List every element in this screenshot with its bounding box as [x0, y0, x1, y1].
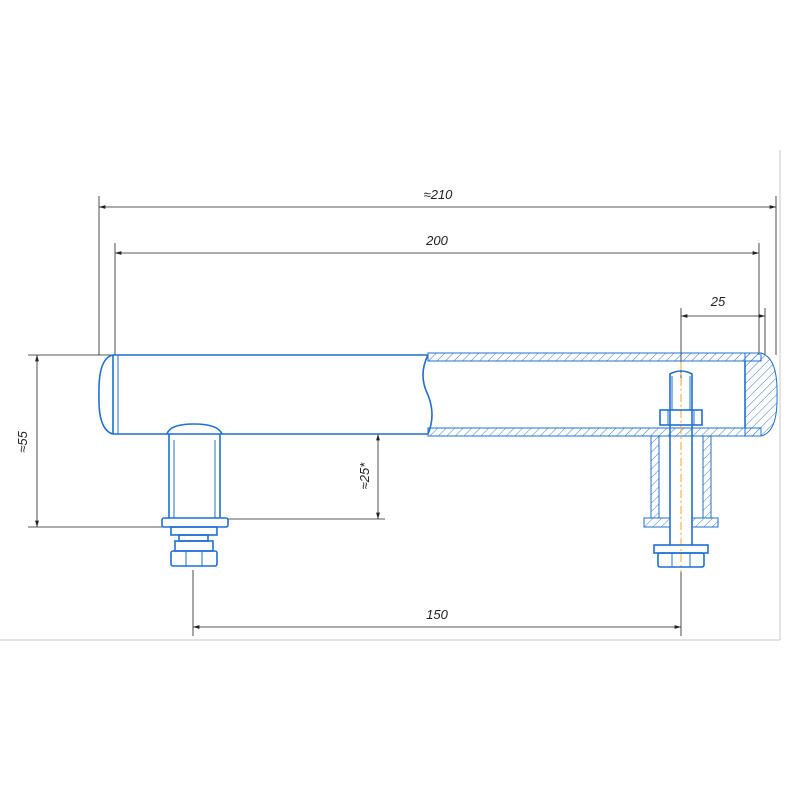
- dimension-bar-length: 200: [114, 233, 760, 355]
- handle-bar: [98, 352, 778, 437]
- dimension-hole-spacing: 150: [192, 570, 682, 636]
- dimension-label-bar: 200: [425, 233, 448, 248]
- dimension-label-overall: ≈210: [424, 187, 454, 202]
- dimension-label-height: ≈55: [15, 430, 30, 452]
- dimension-overall-length: ≈210: [98, 187, 777, 355]
- right-leg-section: [643, 362, 719, 572]
- dimension-label-offset: 25: [710, 294, 726, 309]
- dimension-label-spacing: 150: [426, 607, 448, 622]
- left-leg: [161, 423, 229, 567]
- dimension-leg-height: ≈25*: [225, 433, 385, 520]
- dimension-label-leg: ≈25*: [357, 462, 372, 490]
- dimension-height: ≈55: [15, 354, 170, 528]
